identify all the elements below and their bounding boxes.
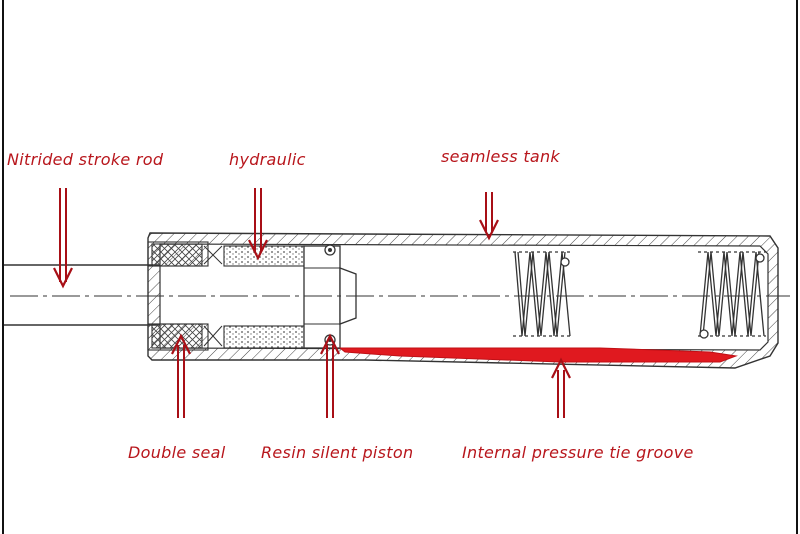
label-nitrided-stroke-rod: Nitrided stroke rod	[7, 150, 164, 169]
spring-left	[513, 251, 572, 337]
label-double-seal: Double seal	[128, 443, 226, 462]
arrow-double-seal	[171, 333, 191, 418]
internal-pressure-tie-groove	[338, 347, 738, 363]
spring-right	[698, 251, 766, 339]
arrow-seamless-tank	[479, 192, 499, 241]
arrow-internal-pressure-tie-groove	[551, 357, 571, 418]
resin-silent-piston	[303, 244, 357, 349]
label-hydraulic: hydraulic	[229, 150, 306, 169]
label-internal-pressure-tie-groove: Internal pressure tie groove	[462, 443, 694, 462]
arrow-resin-silent-piston	[320, 333, 340, 418]
hydraulic-chamber	[223, 245, 305, 349]
arrow-hydraulic	[248, 188, 268, 261]
label-resin-silent-piston: Resin silent piston	[261, 443, 414, 462]
arrow-nitrided-stroke-rod	[53, 188, 73, 289]
label-seamless-tank: seamless tank	[441, 147, 561, 166]
